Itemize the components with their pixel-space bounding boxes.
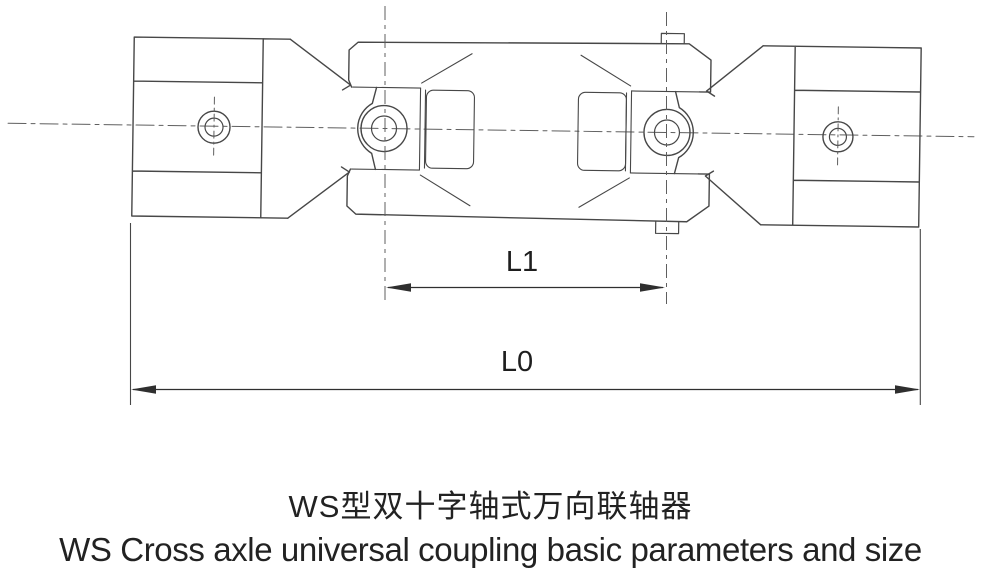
left-bearing-cup [357, 86, 378, 171]
caption-chinese: WS型双十字轴式万向联轴器 [288, 489, 693, 524]
right-bearing-housing [576, 91, 627, 172]
l1-arrow-right [640, 283, 665, 292]
left-journal-inner [370, 115, 398, 142]
right-bearing-cup [673, 90, 694, 175]
coupling-body [7, 32, 975, 235]
dimension-l0: L0 [129, 223, 921, 405]
l0-arrow-left [131, 385, 156, 394]
center-sleeve [346, 32, 712, 235]
left-set-screw-centerline [213, 96, 215, 158]
right-hub [760, 45, 922, 228]
left-hub [131, 36, 291, 219]
right-set-screw-centerline [837, 106, 839, 168]
left-bearing-housing [425, 89, 475, 170]
right-yoke-top-taper [705, 45, 764, 97]
right-hub-outline [760, 45, 922, 228]
left-yoke [287, 38, 352, 219]
l1-arrow-left [386, 283, 411, 292]
sleeve-bottom-outline [346, 168, 711, 223]
bearing-cup-backs [418, 87, 633, 174]
caption-english: WS Cross axle universal coupling basic p… [59, 531, 922, 568]
l0-label: L0 [501, 346, 533, 378]
grease-nipple-bottom [654, 220, 680, 235]
fork-arm-inner-edges [350, 86, 701, 175]
joint-centerlines [384, 6, 667, 304]
dimension-l1: L1 [386, 246, 665, 292]
left-yoke-top-taper [289, 38, 352, 91]
left-hub-outline [131, 36, 291, 219]
l0-arrow-right [895, 385, 920, 394]
l1-label: L1 [506, 246, 538, 278]
left-journal-outer [360, 104, 408, 153]
left-yoke-bottom-taper [287, 166, 351, 219]
sleeve-top-outline [347, 41, 712, 93]
axis-centerline [7, 122, 975, 138]
right-yoke [704, 45, 764, 226]
fork-face-edges [419, 53, 632, 208]
grease-nipple-top [660, 32, 685, 45]
right-yoke-bottom-taper [704, 170, 762, 226]
